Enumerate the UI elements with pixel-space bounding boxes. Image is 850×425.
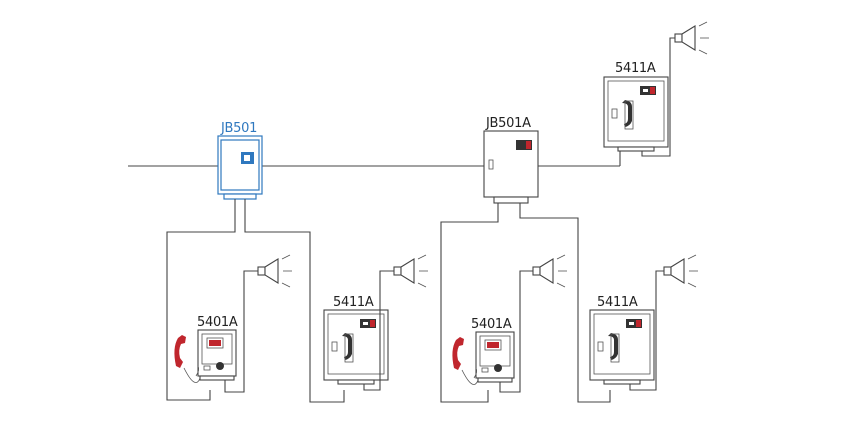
telephone-station-icon [173, 329, 237, 384]
wire [440, 203, 499, 403]
station-label: 5411A [597, 295, 638, 310]
junction-box-label: JB501A [485, 116, 531, 131]
station-label: 5411A [615, 61, 656, 76]
station-label: 5401A [471, 317, 512, 332]
junction-box-icon [217, 135, 263, 200]
wire [363, 270, 394, 391]
wire [619, 37, 675, 166]
junction-box-label: JB501 [220, 121, 257, 136]
telephone-station-icon [589, 309, 655, 385]
station-label: 5401A [197, 315, 238, 330]
loudspeaker-icon [674, 21, 710, 55]
wire [519, 203, 611, 403]
loudspeaker-icon [257, 254, 293, 288]
loudspeaker-icon [393, 254, 429, 288]
wire [224, 270, 258, 393]
wire [499, 270, 533, 393]
telephone-station-icon [451, 331, 515, 386]
loudspeaker-icon [663, 254, 699, 288]
station-label: 5411A [333, 295, 374, 310]
loudspeaker-icon [532, 254, 568, 288]
wire [166, 199, 236, 401]
wire [244, 199, 345, 403]
telephone-station-icon [603, 76, 669, 152]
junction-box-icon [483, 130, 539, 204]
telephone-station-icon [323, 309, 389, 385]
wire [629, 270, 664, 391]
